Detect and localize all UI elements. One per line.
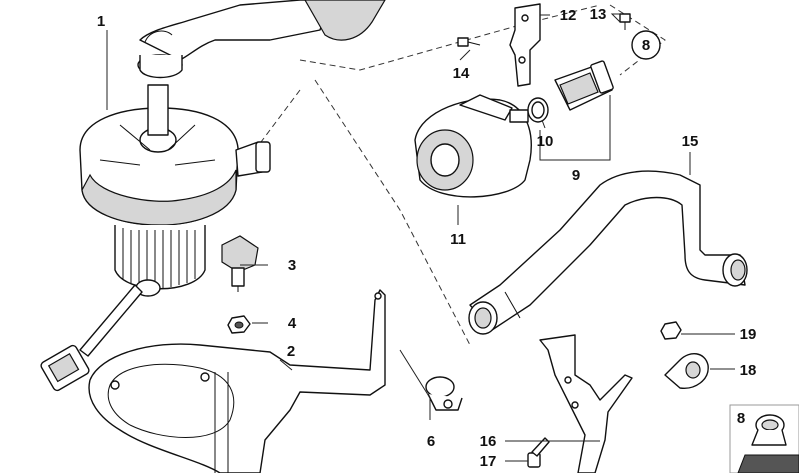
nut-part-4 bbox=[227, 315, 251, 334]
callout-labels: 1 3 4 2 6 14 12 13 8 10 9 11 15 16 17 19… bbox=[97, 6, 757, 470]
screw-part-13 bbox=[619, 13, 631, 30]
bolt-part-17 bbox=[527, 437, 550, 468]
oring-part-10 bbox=[527, 97, 549, 123]
callout-16: 16 bbox=[480, 433, 497, 450]
leader-lines bbox=[106, 13, 735, 462]
callout-9: 9 bbox=[572, 167, 580, 184]
pump-cable-connector bbox=[40, 284, 143, 392]
callout-8-circle: 8 bbox=[642, 37, 650, 54]
callout-3: 3 bbox=[288, 257, 296, 274]
callout-18: 18 bbox=[740, 362, 757, 379]
clip-part-18 bbox=[664, 353, 709, 389]
screw-part-14 bbox=[457, 37, 481, 47]
callout-8-box: 8 bbox=[737, 410, 745, 427]
callout-11: 11 bbox=[450, 231, 466, 248]
clamp-part-6 bbox=[425, 376, 463, 411]
callout-2: 2 bbox=[287, 343, 295, 360]
callout-19: 19 bbox=[740, 326, 757, 343]
callout-1: 1 bbox=[97, 13, 105, 30]
callout-circle-8 bbox=[631, 30, 661, 60]
sensor-part-3 bbox=[221, 235, 259, 292]
parts-box-8 bbox=[729, 404, 799, 473]
callout-6: 6 bbox=[427, 433, 435, 450]
hose-part-15 bbox=[468, 170, 748, 335]
connector-part-9 bbox=[554, 60, 614, 111]
callout-13: 13 bbox=[590, 6, 607, 23]
bracket-part-12 bbox=[509, 3, 541, 87]
valve-part-11 bbox=[414, 94, 532, 198]
bracket-part-2 bbox=[88, 289, 386, 473]
callout-12: 12 bbox=[560, 7, 577, 24]
callout-17: 17 bbox=[480, 453, 497, 470]
air-pump bbox=[79, 84, 271, 297]
nut-part-19 bbox=[660, 321, 682, 340]
upper-hose bbox=[137, 0, 386, 79]
bracket-part-16 bbox=[539, 334, 633, 473]
callout-15: 15 bbox=[682, 133, 699, 150]
callout-10: 10 bbox=[537, 133, 554, 150]
callout-4: 4 bbox=[288, 315, 297, 332]
callout-14: 14 bbox=[453, 65, 470, 82]
